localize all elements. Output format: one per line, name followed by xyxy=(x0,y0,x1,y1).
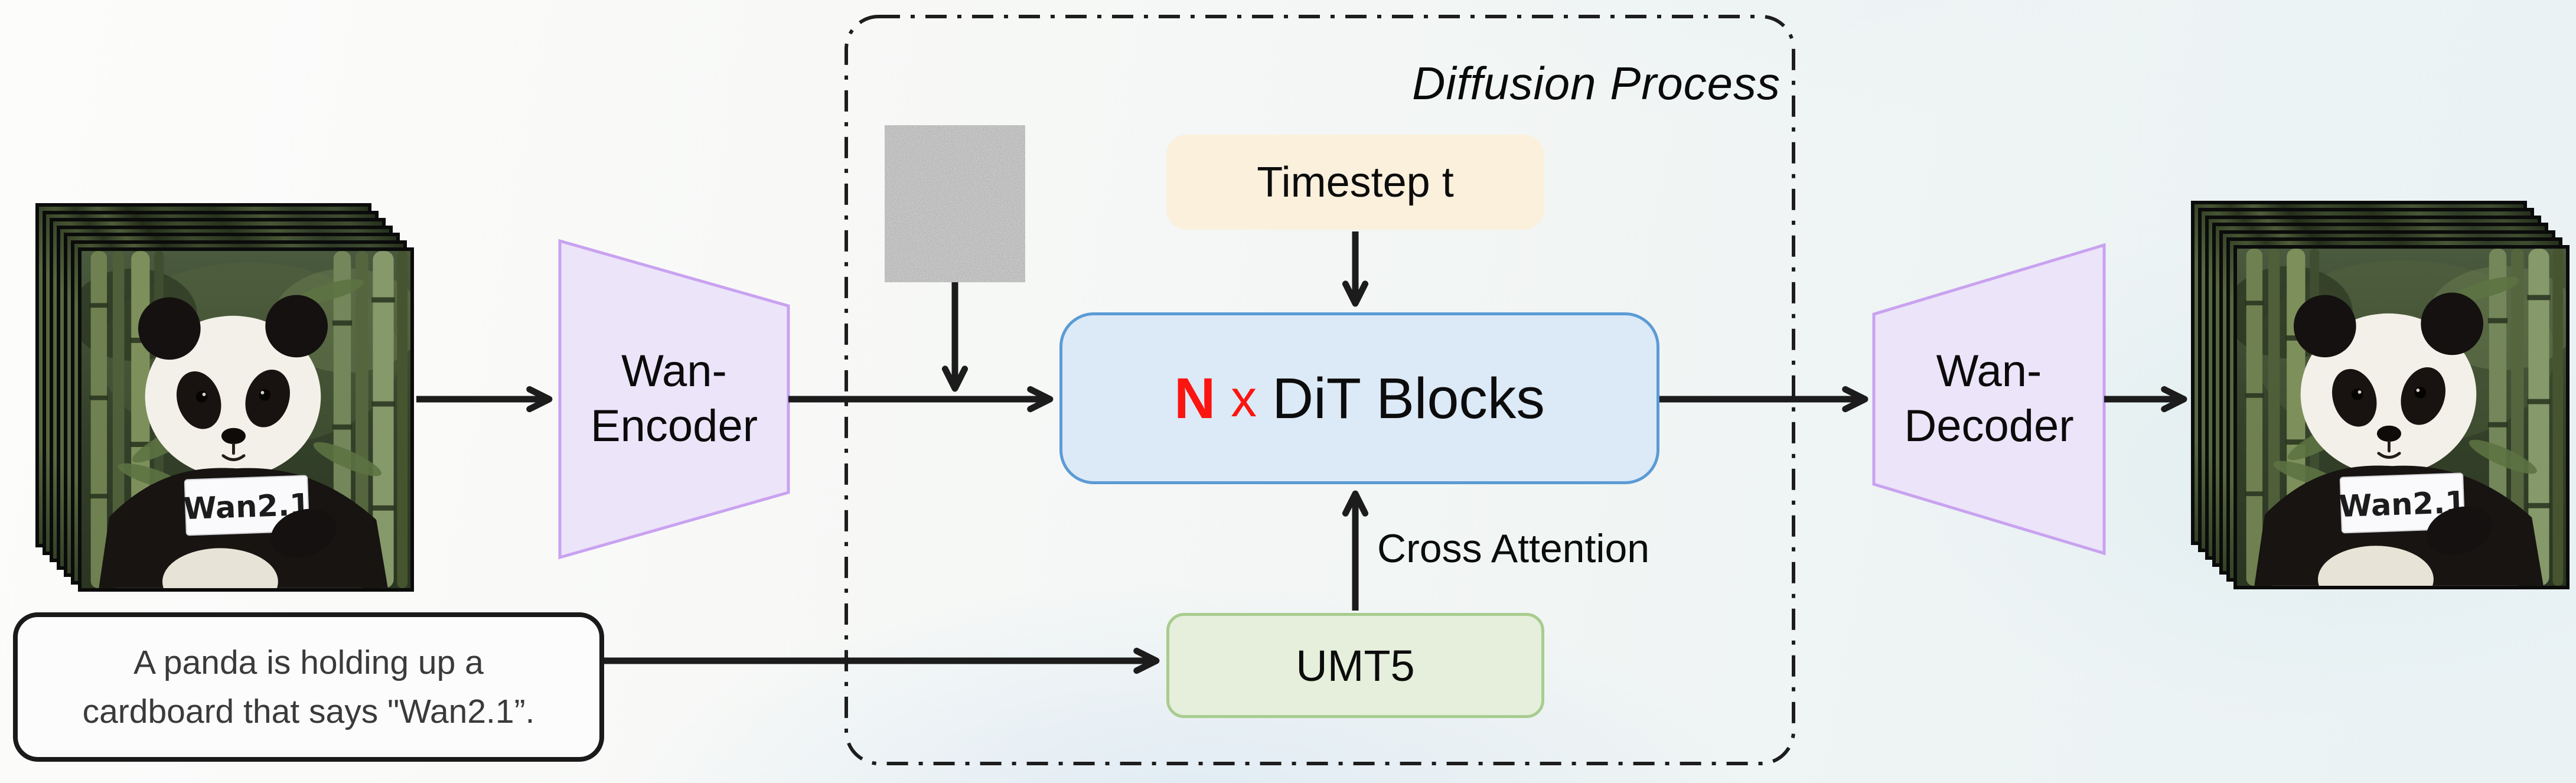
diffusion-process-title: Diffusion Process xyxy=(1412,57,1781,109)
wan-encoder-line1: Wan- xyxy=(621,346,727,397)
dit-blocks-box: N x DiT Blocks xyxy=(1059,312,1659,484)
panda-image-output xyxy=(2233,245,2570,589)
wan-encoder-line2: Encoder xyxy=(590,401,758,451)
wan-decoder-line1: Wan- xyxy=(1936,346,2042,397)
prompt-line1: A panda is holding up a xyxy=(133,643,484,681)
cross-attention-label: Cross Attention xyxy=(1377,526,1650,571)
wan-encoder-label: Wan- Encoder xyxy=(560,241,788,557)
noise-image xyxy=(885,125,1025,282)
umt5-label: UMT5 xyxy=(1296,641,1415,690)
dit-label: DiT Blocks xyxy=(1272,366,1545,430)
wan-decoder-line2: Decoder xyxy=(1904,401,2074,451)
timestep-label: Timestep t xyxy=(1257,158,1454,206)
wan-decoder-label: Wan- Decoder xyxy=(1874,245,2104,553)
panda-image-input xyxy=(78,247,414,592)
prompt-text-box: A panda is holding up a cardboard that s… xyxy=(13,612,604,762)
dit-times: x xyxy=(1231,368,1257,428)
dit-count: N xyxy=(1174,366,1216,430)
prompt-line2: cardboard that says "Wan2.1”. xyxy=(82,692,535,730)
umt5-box: UMT5 xyxy=(1166,613,1544,718)
timestep-box: Timestep t xyxy=(1166,135,1544,230)
